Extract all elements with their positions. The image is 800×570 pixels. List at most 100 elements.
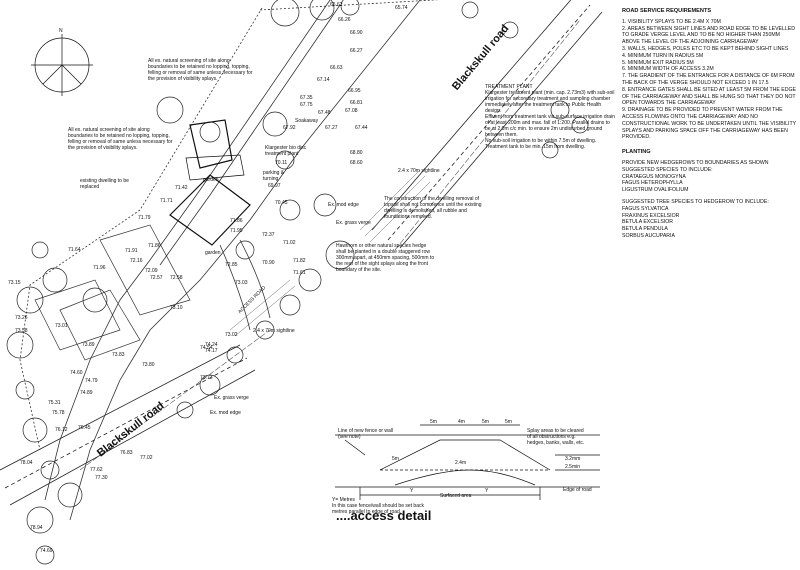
spot-level: 71.86 xyxy=(148,243,161,249)
tree-species: FRAXINUS EXCELSIOR xyxy=(622,212,680,219)
spot-level: 67.08 xyxy=(345,108,358,114)
label-grass-verge: Ex. grass verge xyxy=(336,220,371,226)
spot-level: 69.97 xyxy=(268,183,281,189)
dimension: 5m xyxy=(430,419,437,425)
spot-level: 66.95 xyxy=(348,88,361,94)
spot-level: 78.94 xyxy=(30,525,43,531)
requirement-item: 4. MINIMUM TURN IN RADIUS 5M xyxy=(622,52,704,59)
spot-level: 74.69 xyxy=(40,548,53,554)
requirement-item: 6. MINIMUM WIDTH OF ACCESS 3.2M xyxy=(622,66,714,73)
label-sightline-upper: 2.4 x 70m sightline xyxy=(398,168,440,174)
spot-level: 66.27 xyxy=(350,48,363,54)
dimension: 4m xyxy=(458,419,465,425)
spot-level: 72.16 xyxy=(130,258,143,264)
spot-level: 71.71 xyxy=(160,198,173,204)
note-setback: Y= Metres In this case fence/wall should… xyxy=(332,497,424,515)
spot-level: 71.82 xyxy=(293,258,306,264)
spot-level: 65.62 xyxy=(330,2,343,8)
note-fence-line: Line of new fence or wall (see note) xyxy=(338,428,394,440)
tree-species: BETULA PENDULA xyxy=(622,226,668,233)
dimension: Y xyxy=(410,488,414,494)
spot-level: 73.02 xyxy=(225,332,238,338)
spot-level: 67.75 xyxy=(300,102,313,108)
tree-species: FAGUS SYLVATICA xyxy=(622,205,669,212)
spot-level: 73.58 xyxy=(15,328,28,334)
note-hedge-planting: Hawthorn or other natural species hedge … xyxy=(336,243,435,273)
hedge-species: LIGUSTRUM OVALIFOLIUM xyxy=(622,187,689,194)
spot-level: 66.81 xyxy=(350,100,363,106)
spot-level: 67.14 xyxy=(317,77,330,83)
spot-level: 75.78 xyxy=(52,410,65,416)
compass-rose xyxy=(31,34,93,96)
note-screening-upper: All ex. natural screening of site along … xyxy=(148,58,253,82)
label-garden: garden xyxy=(205,250,221,256)
sight-lines xyxy=(79,19,581,471)
spot-level: 74.17 xyxy=(205,348,218,354)
spot-level: 72.57 xyxy=(150,275,163,281)
spot-level: 73.26 xyxy=(15,315,28,321)
spot-level: 71.61 xyxy=(293,270,306,276)
spot-level: 77.02 xyxy=(140,455,153,461)
planting-heading: PLANTING xyxy=(622,149,651,156)
spot-level: 74.89 xyxy=(80,390,93,396)
access-detail-title: ....access detail xyxy=(336,508,432,523)
hedge-species: FAGUS HETEROPHYLLA xyxy=(622,180,683,187)
requirement-item: 5. MINIMUM EXIT RADIUS 5M xyxy=(622,59,694,66)
note-existing-dwelling: existing dwelling to be replaced xyxy=(80,178,129,190)
note-splay-areas: Splay areas to be cleared of all obstruc… xyxy=(527,428,585,446)
note-screening-left: All ex. natural screening of site along … xyxy=(68,127,173,151)
planting-section: PLANTING PROVIDE NEW HEDGEROWS TO BOUNDA… xyxy=(622,149,797,240)
label-mod-edge: Ex. mod edge xyxy=(328,202,359,208)
requirement-item: 3. WALLS, HEDGES, POLES ETC TO BE KEPT B… xyxy=(622,45,789,52)
verge-hatching xyxy=(229,169,431,337)
spot-level: 67.27 xyxy=(325,125,338,131)
label-surfaced-area: Surfaced area xyxy=(440,493,472,499)
spot-level: 73.89 xyxy=(82,342,95,348)
spot-level: 77.62 xyxy=(90,467,103,473)
spot-level: 67.35 xyxy=(300,95,313,101)
note-demolition: The construction of the dwelling removal… xyxy=(384,196,482,220)
spot-level: 74.54 xyxy=(200,345,213,351)
requirement-item: 2. AREAS BETWEEN SIGHT LINES AND ROAD ED… xyxy=(622,25,795,46)
dwelling xyxy=(169,119,251,246)
road-upper xyxy=(371,0,603,249)
spot-level: 72.58 xyxy=(170,275,183,281)
dimension: 5m xyxy=(482,419,489,425)
requirement-item: 1. VISIBILITY SPLAYS TO BE 2.4M X 70M xyxy=(622,18,721,25)
spot-level: 74.79 xyxy=(85,378,98,384)
spot-level: 71.79 xyxy=(138,215,151,221)
access-detail-diagram xyxy=(335,424,600,500)
spot-level: 73.10 xyxy=(170,305,183,311)
label-sightline-lower: 2.4 x 70m sightline xyxy=(253,328,295,334)
spot-level: 71.91 xyxy=(125,248,138,254)
spot-level: 78.04 xyxy=(20,460,33,466)
tree-intro: SUGGESTED TREE SPECIES TO HEDGEROW TO IN… xyxy=(622,198,769,205)
dimension: Y xyxy=(485,488,489,494)
spot-level: 67.48 xyxy=(318,110,331,116)
spot-level: 76.45 xyxy=(78,425,91,431)
requirements-heading: ROAD SERVICE REQUIREMENTS xyxy=(622,8,712,14)
spot-level: 73.83 xyxy=(112,352,125,358)
spot-level: 75.31 xyxy=(48,400,61,406)
hedge-species: CRATAEGUS MONOGYNA xyxy=(622,173,686,180)
spot-level: 68.80 xyxy=(350,150,363,156)
spot-level: 67.92 xyxy=(283,125,296,131)
tree-species: SORBUS AUCUPARIA xyxy=(622,232,675,239)
spot-level: 76.83 xyxy=(120,450,133,456)
road-service-requirements: ROAD SERVICE REQUIREMENTS 1. VISIBILITY … xyxy=(622,8,797,141)
spot-level: 68.60 xyxy=(350,160,363,166)
requirement-item: 8. ENTRANCE GATES SHALL BE SITED AT LEAS… xyxy=(622,86,797,107)
spot-level: 70.45 xyxy=(275,200,288,206)
spot-level: 76.12 xyxy=(55,427,68,433)
spot-level: 71.95 xyxy=(230,228,243,234)
spot-level: 73.80 xyxy=(142,362,155,368)
spot-level: 73.01 xyxy=(55,323,68,329)
site-boundary xyxy=(19,0,441,521)
requirement-item: 9. DRAINAGE TO BE PROVIDED TO PREVENT WA… xyxy=(622,107,797,141)
note-klargester: Klargester bio disc treatment plant xyxy=(265,145,307,157)
spot-level: 66.90 xyxy=(350,30,363,36)
spot-level: 70.11 xyxy=(275,160,288,166)
planting-intro: PROVIDE NEW HEDGEROWS TO BOUNDARIES AS S… xyxy=(622,159,769,173)
spot-level: 71.86 xyxy=(230,218,243,224)
